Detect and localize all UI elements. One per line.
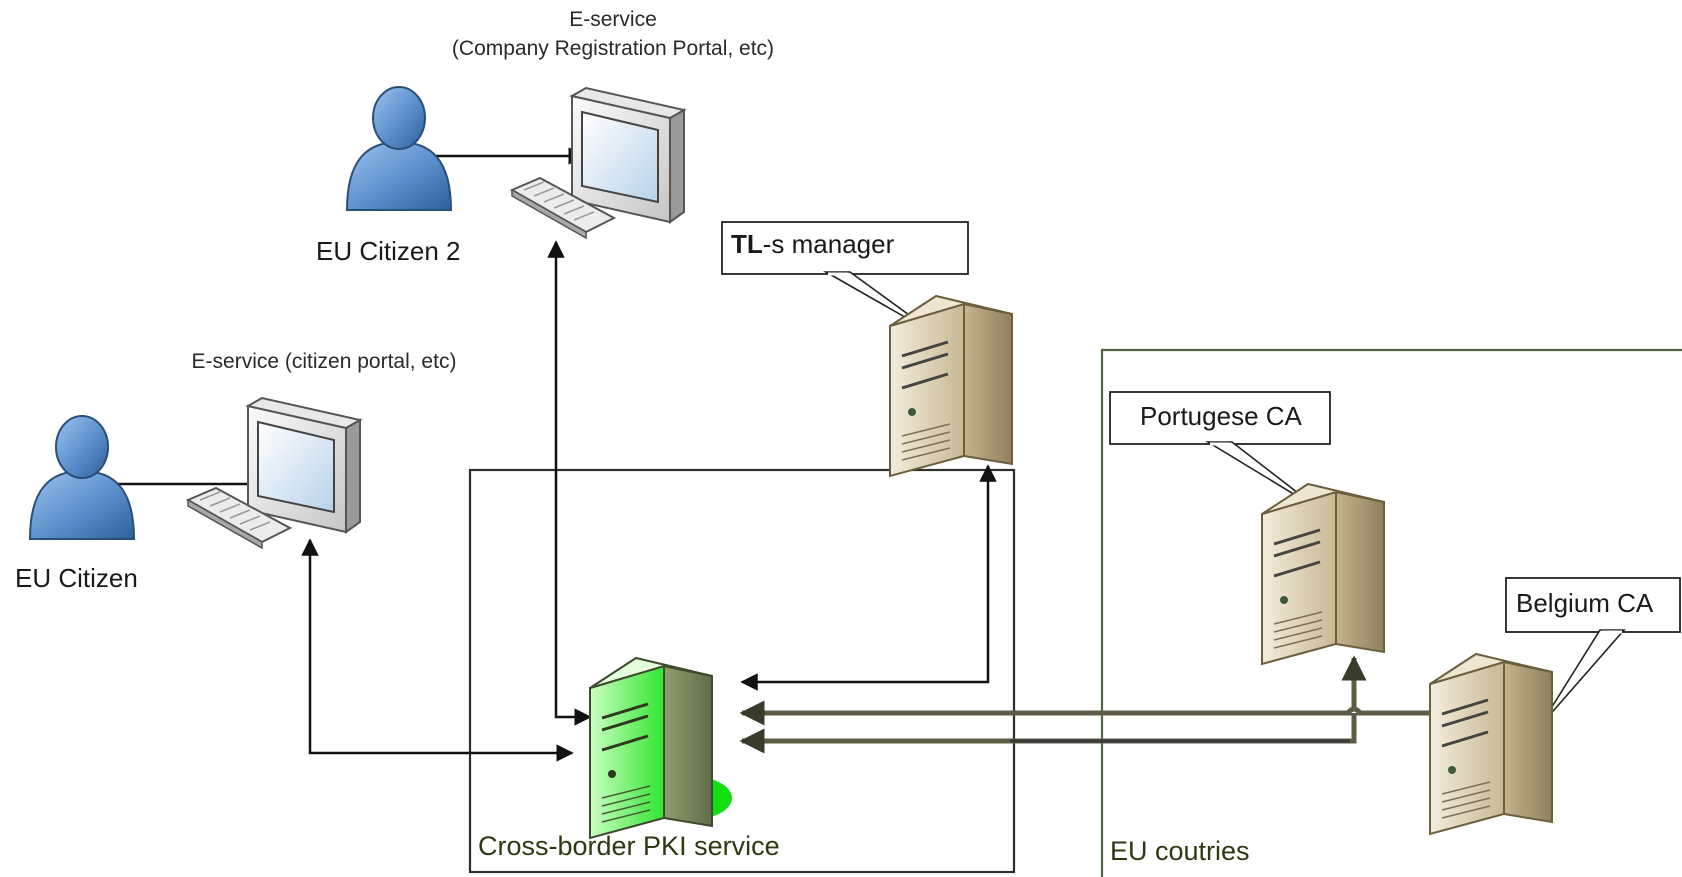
eservice-citizen-label: E-service (citizen portal, etc) xyxy=(192,350,457,373)
cross-border-frame xyxy=(468,468,1016,874)
eservice-company-label-1: E-service xyxy=(569,8,657,31)
belgium-ca-callout: Belgium CA xyxy=(1505,577,1681,727)
eu-citizen-2-label: EU Citizen 2 xyxy=(316,236,461,266)
server-icon-tl-manager xyxy=(889,294,1013,478)
tl-manager-label-bold: TL xyxy=(731,229,763,259)
computer-icon-company-portal xyxy=(509,86,687,240)
svg-text:TL-s manager: TL-s manager xyxy=(731,229,895,259)
line-hop xyxy=(1346,706,1362,715)
belgium-ca-label: Belgium CA xyxy=(1516,588,1654,618)
company-portal-pki-link xyxy=(547,240,592,726)
eservice-company-label-2: (Company Registration Portal, etc) xyxy=(452,37,774,60)
computer-icon-citizen-portal xyxy=(185,396,363,550)
eu-countries-label: EU coutries xyxy=(1110,836,1250,866)
eu-citizen-label: EU Citizen xyxy=(15,563,138,593)
server-icon-pki xyxy=(589,656,732,840)
server-icon-portuguese-ca xyxy=(1261,482,1385,666)
tl-manager-label-rest: -s manager xyxy=(763,229,895,259)
portuguese-ca-label: Portugese CA xyxy=(1140,401,1303,431)
citizen-portal-pki-link xyxy=(301,538,574,762)
person-icon-citizen2 xyxy=(345,86,453,211)
tl-manager-pki-link xyxy=(740,464,997,691)
person-icon-citizen xyxy=(28,415,136,540)
portuguese-ca-pki-link xyxy=(739,655,1367,754)
cross-border-pki-label: Cross-border PKI service xyxy=(478,831,780,861)
portuguese-ca-callout: Portugese CA xyxy=(1109,391,1331,511)
server-icon-belgium-ca xyxy=(1429,652,1553,836)
